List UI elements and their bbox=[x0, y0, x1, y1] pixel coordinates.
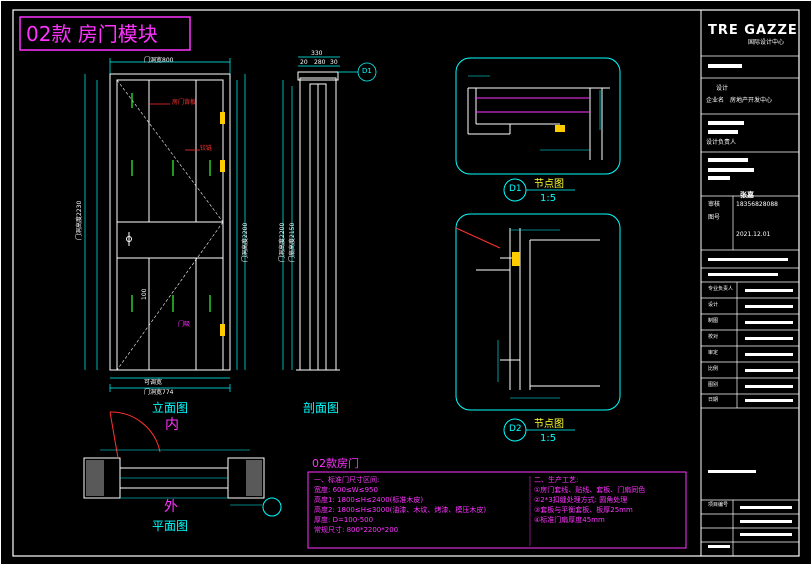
brand-subtitle: 国际设计中心 bbox=[748, 39, 785, 46]
section-callout-text: D1 bbox=[362, 67, 372, 75]
spec-process-3: ③套板与平衡套板、板厚25mm bbox=[534, 506, 633, 514]
tb-row-4: 制图 bbox=[708, 318, 719, 324]
inside-label: 内 bbox=[165, 417, 179, 433]
spec-process-1: ①房门套线、贴线、套板、门扇同色 bbox=[534, 486, 646, 494]
spec-panel-frame bbox=[307, 471, 687, 549]
tb-row-0: 审核 bbox=[708, 201, 721, 208]
elev-height-right: 门洞高度2200 bbox=[242, 222, 249, 262]
tb-row-2: 专业负责人 bbox=[708, 286, 734, 292]
section-callout-d1 bbox=[357, 62, 377, 82]
spec-height1: 高度1: 1800≤H≤2400(标准木皮) bbox=[314, 496, 424, 504]
spec-width: 宽度: 600≤W≤950 bbox=[314, 486, 378, 494]
section-dim-c: 30 bbox=[330, 59, 338, 66]
section-dim-b: 280 bbox=[314, 59, 326, 66]
spec-title: 02款房门 bbox=[312, 457, 359, 470]
node2-tag: D2 bbox=[509, 424, 522, 434]
spec-right-column: 二、生产工艺: ①房门套线、贴线、套板、门扇同色 ②2*3扣缝处理方式: 圆角处… bbox=[534, 477, 684, 524]
tb-phone: 18356828088 bbox=[736, 201, 778, 208]
elevation-view bbox=[109, 73, 231, 371]
tb-company-2: 企业名 bbox=[706, 97, 725, 104]
door-swing-lines bbox=[116, 79, 224, 371]
node2-swing bbox=[455, 227, 501, 249]
spec-process-2: ②2*3扣缝处理方式: 圆角处理 bbox=[534, 496, 628, 504]
section-view-label: 剖面图 bbox=[303, 401, 340, 415]
node1-dims bbox=[468, 75, 601, 151]
elevation-view-label: 立面图 bbox=[152, 401, 189, 415]
spec-left-heading: 一、标准门尺寸区间: bbox=[314, 476, 380, 484]
brand-logo: TRE GAZZE bbox=[708, 23, 798, 38]
section-height-a: 门洞高度2200 bbox=[279, 222, 286, 262]
tb-row-9: 日期 bbox=[708, 397, 719, 403]
plan-swing-arc bbox=[109, 411, 161, 459]
grain-arrows bbox=[131, 93, 211, 312]
section-dim-a: 20 bbox=[300, 59, 308, 66]
tb-row-1: 图号 bbox=[708, 214, 721, 221]
elev-top-width: 门洞宽800 bbox=[144, 57, 174, 64]
page-title: 02款 房门模块 bbox=[26, 22, 158, 46]
plan-view-label: 平面图 bbox=[152, 519, 189, 533]
tb-company-3: 房地产开发中心 bbox=[730, 97, 773, 104]
spec-depth: 厚度: D=100-500 bbox=[314, 516, 374, 524]
spec-height2: 高度2: 1800≤H≤3000(油漆、木纹、烤漆、模压木皮) bbox=[314, 506, 487, 514]
node2-scale: 1:5 bbox=[540, 433, 557, 444]
elev-note-stopper: 门吸 bbox=[178, 321, 191, 328]
spec-left-column: 一、标准门尺寸区间: 宽度: 600≤W≤950 高度1: 1800≤H≤240… bbox=[314, 477, 526, 534]
plan-callout-d2 bbox=[262, 497, 282, 517]
elev-handle-dim: 100 bbox=[141, 288, 148, 300]
red-leaders bbox=[150, 103, 200, 151]
node1-frame bbox=[455, 57, 621, 175]
node2-dims bbox=[497, 229, 560, 399]
elev-note-back-panel: 房门背板 bbox=[172, 99, 197, 106]
node1-scale: 1:5 bbox=[540, 193, 557, 204]
node2-frame bbox=[455, 213, 621, 411]
elev-height-left: 门洞高度2230 bbox=[76, 200, 83, 240]
elev-bottom-width: 门洞宽774 bbox=[144, 389, 174, 396]
spec-standard-size: 常规尺寸: 800*2200*200 bbox=[314, 526, 399, 534]
tb-row-3: 设计 bbox=[708, 302, 719, 308]
tb-company-1: 设计 bbox=[716, 85, 729, 92]
spec-right-heading: 二、生产工艺: bbox=[534, 476, 579, 484]
node1-detail bbox=[467, 87, 610, 160]
node1-label: 节点图 bbox=[534, 179, 564, 190]
title-block-filled-cells bbox=[708, 64, 793, 548]
title-block-lines bbox=[701, 55, 799, 556]
section-height-b: 门扇高度2150 bbox=[289, 222, 296, 262]
elev-opening: 可调宽 bbox=[144, 379, 163, 386]
handle-icon bbox=[126, 232, 132, 246]
section-view bbox=[296, 71, 340, 371]
section-dimensions bbox=[282, 56, 358, 370]
hinges bbox=[220, 112, 225, 336]
tb-company-4: 设计负责人 bbox=[706, 139, 737, 146]
node2-label: 节点图 bbox=[534, 419, 564, 430]
plan-wall-hatch bbox=[86, 460, 262, 496]
section-dim-top: 330 bbox=[311, 50, 323, 57]
tb-row-10: 项目编号 bbox=[708, 502, 729, 508]
plan-dims bbox=[100, 449, 262, 506]
inner-frame bbox=[12, 9, 800, 557]
node1-finish bbox=[476, 97, 590, 113]
spec-process-4: ④标准门扇厚度45mm bbox=[534, 516, 605, 524]
node2-detail bbox=[476, 228, 600, 390]
outside-label: 外 bbox=[164, 499, 178, 515]
tb-row-6: 审定 bbox=[708, 350, 719, 356]
node1-tag: D1 bbox=[509, 184, 522, 194]
tb-row-5: 校对 bbox=[708, 334, 719, 340]
tb-row-7: 比例 bbox=[708, 366, 719, 372]
elev-note-hinge: 铰链 bbox=[200, 145, 213, 152]
elevation-dimensions bbox=[84, 58, 246, 392]
header-box bbox=[19, 16, 191, 51]
tb-name: 张嘉 bbox=[740, 191, 754, 199]
tb-row-8: 图别 bbox=[708, 382, 719, 388]
tb-date: 2021.12.01 bbox=[736, 231, 771, 238]
